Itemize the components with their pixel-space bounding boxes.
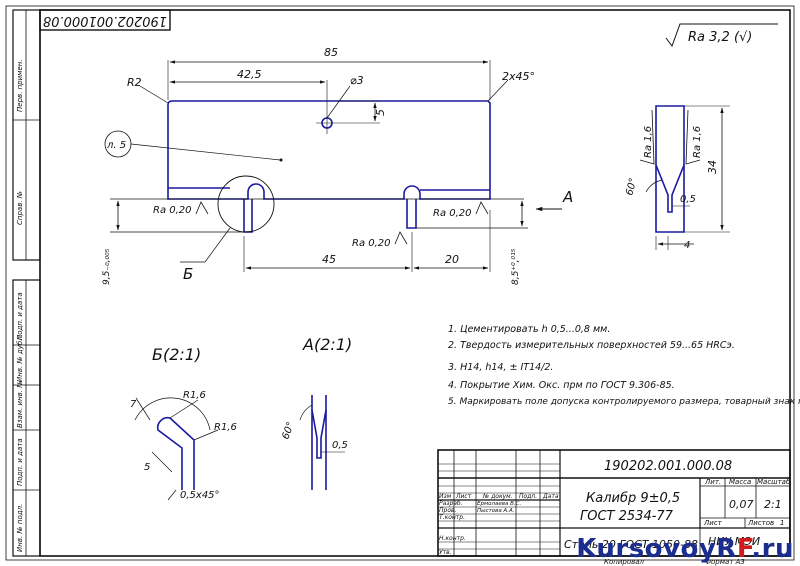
hdr-sign: Подп.: [519, 493, 537, 500]
hdr-date: Дата: [542, 493, 559, 500]
dim-5: 5: [374, 109, 387, 116]
detail-b-chamfer: 0,5х45°: [180, 490, 220, 501]
dim-9-5: 9,5₋₀,₀₀₅: [102, 248, 112, 285]
side-dim-60: 60°: [624, 177, 639, 197]
title-name-2: ГОСТ 2534-77: [580, 509, 674, 524]
stamp-code: 190202.001000.08: [43, 13, 167, 28]
ra-bottom: Ra 0,20: [352, 238, 391, 249]
arrow-a-label: A: [562, 188, 573, 206]
dim-8-5: 8,5⁺⁰,⁰¹⁵: [511, 248, 521, 285]
ra-left: Ra 0,20: [153, 205, 192, 216]
row-name-2: Пыстова А.А.: [477, 508, 515, 514]
copied-label: Копировал: [604, 558, 645, 566]
left-strip: Перв. примен. Справ. № Подп. и дата Инв.…: [12, 9, 41, 557]
strip-label-7: Инв. № подл.: [16, 504, 24, 552]
note-2: 2. Твердость измерительных поверхностей …: [448, 340, 735, 351]
outer-border: [5, 5, 795, 561]
detail-a-title: A(2:1): [302, 335, 352, 354]
main-view: 85 42,5 R2 ⌀3 5 2х45° л. 5 Ra 0,20 Ra 0,…: [102, 46, 573, 285]
label-b: Б: [183, 265, 193, 283]
sheet-label: Лист: [703, 519, 723, 527]
title-block: 190202.001.000.08 Калибр 9±0,5 ГОСТ 2534…: [437, 449, 791, 557]
detail-b-dim-7: 7: [130, 399, 137, 410]
row-role-5: Утв.: [439, 549, 452, 556]
mass-value: 0,07: [729, 498, 754, 511]
note-3: 3. H14, h14, ± IT14/2.: [448, 362, 553, 373]
side-dim-4: 4: [684, 240, 690, 251]
dim-45: 45: [322, 253, 336, 266]
hdr-list: Лист: [455, 493, 472, 500]
callout-label: л. 5: [106, 140, 126, 151]
top-stamp: 190202.001000.08: [39, 9, 171, 31]
ra-right: Ra 0,20: [433, 208, 472, 219]
dim-20: 20: [445, 253, 459, 266]
side-view: 34 Ra 1,6 Ra 1,6 60° 0,5 4: [624, 105, 730, 251]
watermark: KursovoyRF.ru: [576, 534, 794, 564]
note-4: 4. Покрытие Хим. Окс. прм по ГОСТ 9.306-…: [448, 380, 675, 391]
roughness-main: Ra 3,2 (√): [665, 23, 778, 48]
side-dim-0-5: 0,5: [680, 194, 696, 205]
note-5: 5. Маркировать поле допуска контролируем…: [448, 397, 800, 407]
row-role-4: Н.контр.: [439, 535, 466, 542]
strip-label-2: Справ. №: [16, 191, 24, 225]
side-ra-right: Ra 1,6: [692, 126, 703, 158]
detail-a-dim-0-5: 0,5: [332, 440, 348, 451]
row-name-1: Ермолаева В.С.: [477, 501, 521, 507]
row-role-1: Разраб.: [439, 500, 463, 507]
strip-label-3: Подп. и дата: [16, 292, 24, 340]
detail-b-circle: [217, 175, 275, 233]
detail-b-r16-top: R1,6: [183, 390, 206, 401]
mass-label: Масса: [729, 478, 751, 486]
title-name-1: Калибр 9±0,5: [586, 491, 680, 506]
note-1: 1. Цементировать h 0,5...0,8 мм.: [448, 324, 610, 335]
callout-dot: [279, 158, 283, 162]
side-dim-34: 34: [706, 160, 719, 174]
dim-chamfer: 2х45°: [502, 70, 535, 83]
format-label: Формат А3: [705, 558, 745, 566]
scale-label: Масштаб: [757, 478, 791, 486]
technical-notes: 1. Цементировать h 0,5...0,8 мм. 2. Твер…: [448, 324, 800, 407]
row-role-2: Пров.: [439, 507, 457, 514]
dim-hole: ⌀3: [350, 74, 364, 87]
detail-b: Б(2:1) R1,6 R1,6 7 5 0,5х45°: [130, 345, 237, 501]
row-role-3: Т.контр.: [439, 514, 465, 521]
detail-b-title: Б(2:1): [152, 345, 201, 364]
strip-label-4: Инв. № дубл.: [16, 334, 24, 382]
detail-b-dim-5: 5: [144, 462, 150, 473]
detail-a-dim-60: 60°: [280, 421, 296, 441]
lit-label: Лит.: [704, 478, 721, 486]
title-code: 190202.001.000.08: [604, 459, 732, 474]
roughness-main-label: Ra 3,2 (√): [688, 30, 752, 45]
watermark-blue: KursovoyR: [576, 534, 737, 564]
dim-r2: R2: [127, 76, 142, 89]
material: Сталь 20 ГОСТ 1050-88: [564, 538, 698, 551]
org: НИУ МЭИ: [708, 535, 760, 548]
dim-85: 85: [324, 46, 338, 59]
strip-label-6: Подп. и дата: [16, 438, 24, 486]
part-outline: [167, 100, 491, 200]
watermark-end: .ru: [751, 534, 794, 564]
detail-b-r16-right: R1,6: [214, 422, 237, 433]
strip-label-1: Перв. примен.: [16, 59, 24, 112]
inner-border: [39, 9, 791, 557]
scale-value: 2:1: [764, 498, 782, 511]
strip-label-5: Взам. инв. №: [16, 380, 24, 428]
hdr-doc: № докум.: [482, 493, 513, 500]
dim-42-5: 42,5: [237, 68, 262, 81]
sheets-label: Листов: [747, 519, 774, 527]
watermark-red: F: [736, 534, 752, 564]
hdr-izm: Изм: [439, 493, 452, 500]
side-ra-left: Ra 1,6: [643, 126, 654, 158]
detail-a: A(2:1) 60° 0,5: [280, 335, 352, 490]
sheets-value: 1: [780, 519, 784, 527]
